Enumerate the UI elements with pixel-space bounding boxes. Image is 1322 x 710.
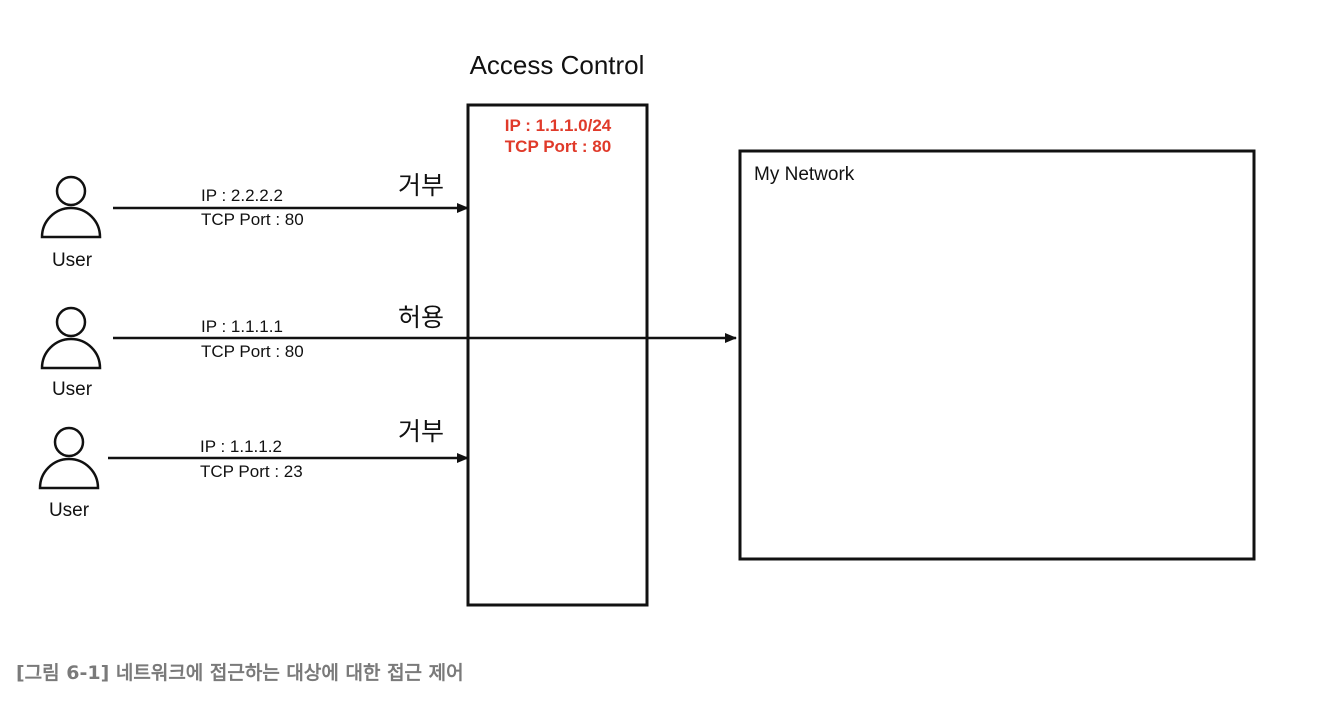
decision-label: 거부: [398, 171, 444, 200]
user-icon: [38, 426, 100, 490]
source-port: TCP Port : 80: [201, 210, 304, 229]
user-icon: [40, 175, 102, 239]
user-row-3: User IP : 1.1.1.2 TCP Port : 23 거부: [38, 417, 469, 521]
user-icon: [40, 306, 102, 370]
source-ip: IP : 2.2.2.2: [201, 186, 283, 205]
my-network-label: My Network: [754, 164, 855, 185]
diagram-title: Access Control: [470, 50, 645, 80]
figure-caption: [그림 6-1] 네트워크에 접근하는 대상에 대한 접근 제어: [16, 662, 464, 684]
source-port: TCP Port : 23: [200, 462, 303, 481]
access-rule-port: TCP Port : 80: [505, 137, 611, 156]
decision-label: 허용: [398, 303, 444, 332]
access-rule-ip: IP : 1.1.1.0/24: [505, 116, 612, 135]
source-ip: IP : 1.1.1.1: [201, 317, 283, 336]
user-label: User: [52, 379, 93, 400]
source-port: TCP Port : 80: [201, 342, 304, 361]
user-label: User: [52, 250, 93, 271]
decision-label: 거부: [398, 417, 444, 446]
source-ip: IP : 1.1.1.2: [200, 437, 282, 456]
access-control-box: [466, 103, 649, 607]
my-network-box: [738, 149, 1256, 561]
user-row-1: User IP : 2.2.2.2 TCP Port : 80 거부: [40, 171, 469, 271]
user-row-2: User IP : 1.1.1.1 TCP Port : 80 허용: [40, 303, 737, 400]
user-label: User: [49, 500, 90, 521]
